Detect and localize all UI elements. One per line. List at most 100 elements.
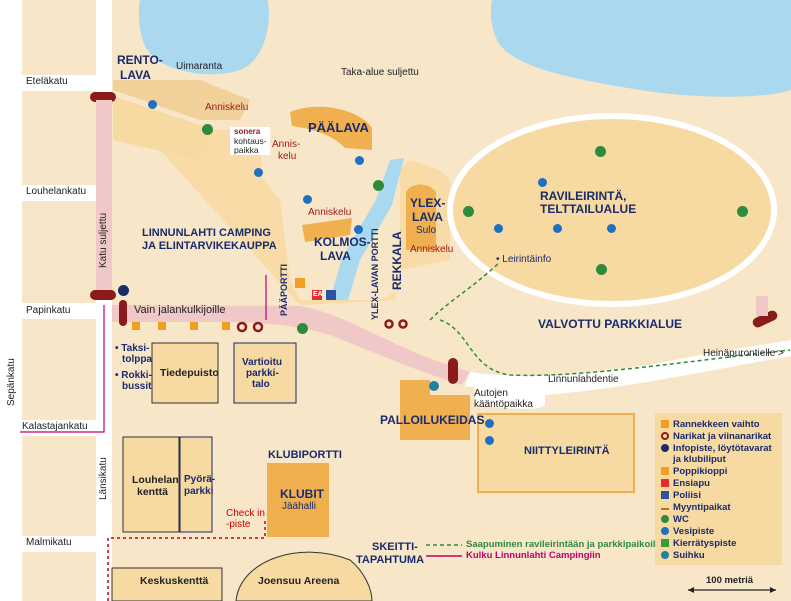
anniskelu-label-3: Anniskelu <box>308 207 352 218</box>
uimaranta-label: Uimaranta <box>176 61 223 72</box>
taka-alue-label: Taka-alue suljettu <box>341 67 419 78</box>
ylexlava-stage <box>406 184 436 250</box>
legend-label: Vesipiste <box>673 526 715 537</box>
areena-building <box>235 551 373 601</box>
arrival-route-label: Saapuminen ravileirintään ja parkkipaiko… <box>466 539 664 550</box>
water-point-icon <box>661 527 669 536</box>
street-papinkatu: Papinkatu <box>26 305 71 316</box>
trotting-track <box>447 113 777 307</box>
taksitolppa-label-1: • Taksi- <box>115 343 150 354</box>
ylex-portti-label: YLEX-LAVAN PORTTI <box>370 228 380 320</box>
closed-segment <box>756 296 768 316</box>
skeitti-label-1: SKEITTI- <box>372 541 418 553</box>
legend-row: Ensiapu <box>661 478 710 489</box>
poppikioppi-icon <box>661 467 669 476</box>
vartioitu-label-3: talo <box>252 379 270 390</box>
taksitolppa-label-2: tolppa <box>122 354 152 365</box>
wc-icon <box>202 124 213 135</box>
anniskelu-label-1: Anniskelu <box>205 102 249 113</box>
rentolava-label-1: RENTO- <box>117 53 163 67</box>
niittyleirinta-label: NIITTYLEIRINTÄ <box>524 445 610 457</box>
legend-label: Poliisi <box>673 490 701 501</box>
legend-label: Rannekkeen vaihto <box>673 419 760 430</box>
police-icon <box>326 290 336 300</box>
camping-label-2: JA ELINTARVIKEKAUPPA <box>142 240 277 252</box>
shower-icon <box>429 381 439 391</box>
map-legend: Rannekkeen vaihto Narikat ja viinanarika… <box>655 413 782 565</box>
legend-label: Kierrätyspiste <box>673 538 737 549</box>
legend-label: WC <box>673 514 689 525</box>
kolmoslava-label-2: LAVA <box>320 249 351 263</box>
legend-row: Infopiste, löytötavarat <box>661 443 772 454</box>
turnaround-label-2: kääntöpaikka <box>474 399 533 410</box>
road-closure-north <box>90 92 116 102</box>
kohtauspaikka-label-1: kohtaus- <box>234 136 267 146</box>
kohtauspaikka-label-2: paikka <box>234 145 259 155</box>
rokkibussit-label-1: • Rokki- <box>115 370 152 381</box>
louhela-field <box>122 436 180 533</box>
skeitti-label-2: TAPAHTUMA <box>356 554 425 566</box>
rentolava-area <box>113 96 215 160</box>
areena-label: Joensuu Areena <box>258 575 340 587</box>
anniskelu-label-4: Anniskelu <box>410 244 454 255</box>
water-point-icon <box>538 178 547 187</box>
legend-label: Myyntipaikat <box>673 502 731 513</box>
anniskelu-label-2a: Annis- <box>272 139 301 150</box>
heinapurontielle-label: Heinäpurontielle > <box>703 348 784 359</box>
louhela-label-1: Louhelan <box>132 474 179 486</box>
recycling-icon <box>661 539 669 548</box>
sonera-box <box>230 127 270 155</box>
paalava-label: PÄÄLAVA <box>308 120 369 135</box>
water-point-icon <box>354 225 363 234</box>
palloilukeidas-building <box>400 380 470 440</box>
legend-label: Suihku <box>673 550 705 561</box>
legend-row: Myyntipaikat <box>661 502 731 513</box>
wc-icon <box>596 264 607 275</box>
rokkibussit-label-2: bussit <box>122 381 152 392</box>
parkkialue-label: VALVOTTU PARKKIALUE <box>538 317 682 331</box>
shower-icon <box>661 551 669 560</box>
scale-label: 100 metriä <box>706 575 754 586</box>
klubit-building <box>267 463 329 537</box>
street-sepankatu: Sepänkatu <box>6 358 17 406</box>
louhela-label-2: kenttä <box>137 486 168 498</box>
wc-icon <box>373 180 384 191</box>
keskuskentta-field <box>111 567 223 601</box>
rentolava-label-2: LAVA <box>120 68 151 82</box>
water-point-icon <box>303 195 312 204</box>
paalava-stage <box>290 106 372 150</box>
legend-row: Poppikioppi <box>661 466 727 477</box>
linnunlahdentie-road <box>465 340 791 395</box>
check-in-label-1: Check in <box>226 508 265 519</box>
legend-row: Kierrätyspiste <box>661 538 736 549</box>
wc-icon <box>737 206 748 217</box>
tiedepuisto-label: Tiedepuisto <box>160 367 219 379</box>
water-point-icon <box>355 156 364 165</box>
legend-row: Poliisi <box>661 490 701 501</box>
katu-suljettu-segment <box>96 100 112 290</box>
rentolava-stage-area <box>113 80 250 120</box>
palloilukeidas-label: PALLOILUKEIDAS <box>380 413 485 427</box>
street-etelakatu: Eteläkatu <box>26 76 68 87</box>
street-louhelankatu: Louhelankatu <box>26 186 87 197</box>
kolmoslava-stage <box>302 218 352 242</box>
wc-icon <box>463 206 474 217</box>
vartioitu-label-1: Vartioitu <box>242 357 283 368</box>
legend-label: Ensiapu <box>673 478 710 489</box>
lake-north <box>138 0 269 75</box>
water-point-icon <box>485 419 494 428</box>
sales-icon <box>661 507 669 510</box>
check-in-label-2: -piste <box>226 519 251 530</box>
water-point-icon <box>494 224 503 233</box>
ylexlava-label-1: YLEX- <box>410 196 446 210</box>
ylexlava-label-2: LAVA <box>412 210 443 224</box>
street-kalastajankatu: Kalastajankatu <box>22 421 88 432</box>
legend-row: ja klubiliput <box>673 454 726 465</box>
sonera-label: sonera <box>234 127 261 136</box>
linnunlahdentie-label: Linnunlahdentie <box>548 374 619 385</box>
street-malmikatu: Malmikatu <box>26 537 72 548</box>
camping-route-label: Kulku Linnunlahti Campingiin <box>466 550 601 561</box>
legend-row: Vesipiste <box>661 526 714 537</box>
klubit-label: KLUBIT <box>280 487 324 501</box>
